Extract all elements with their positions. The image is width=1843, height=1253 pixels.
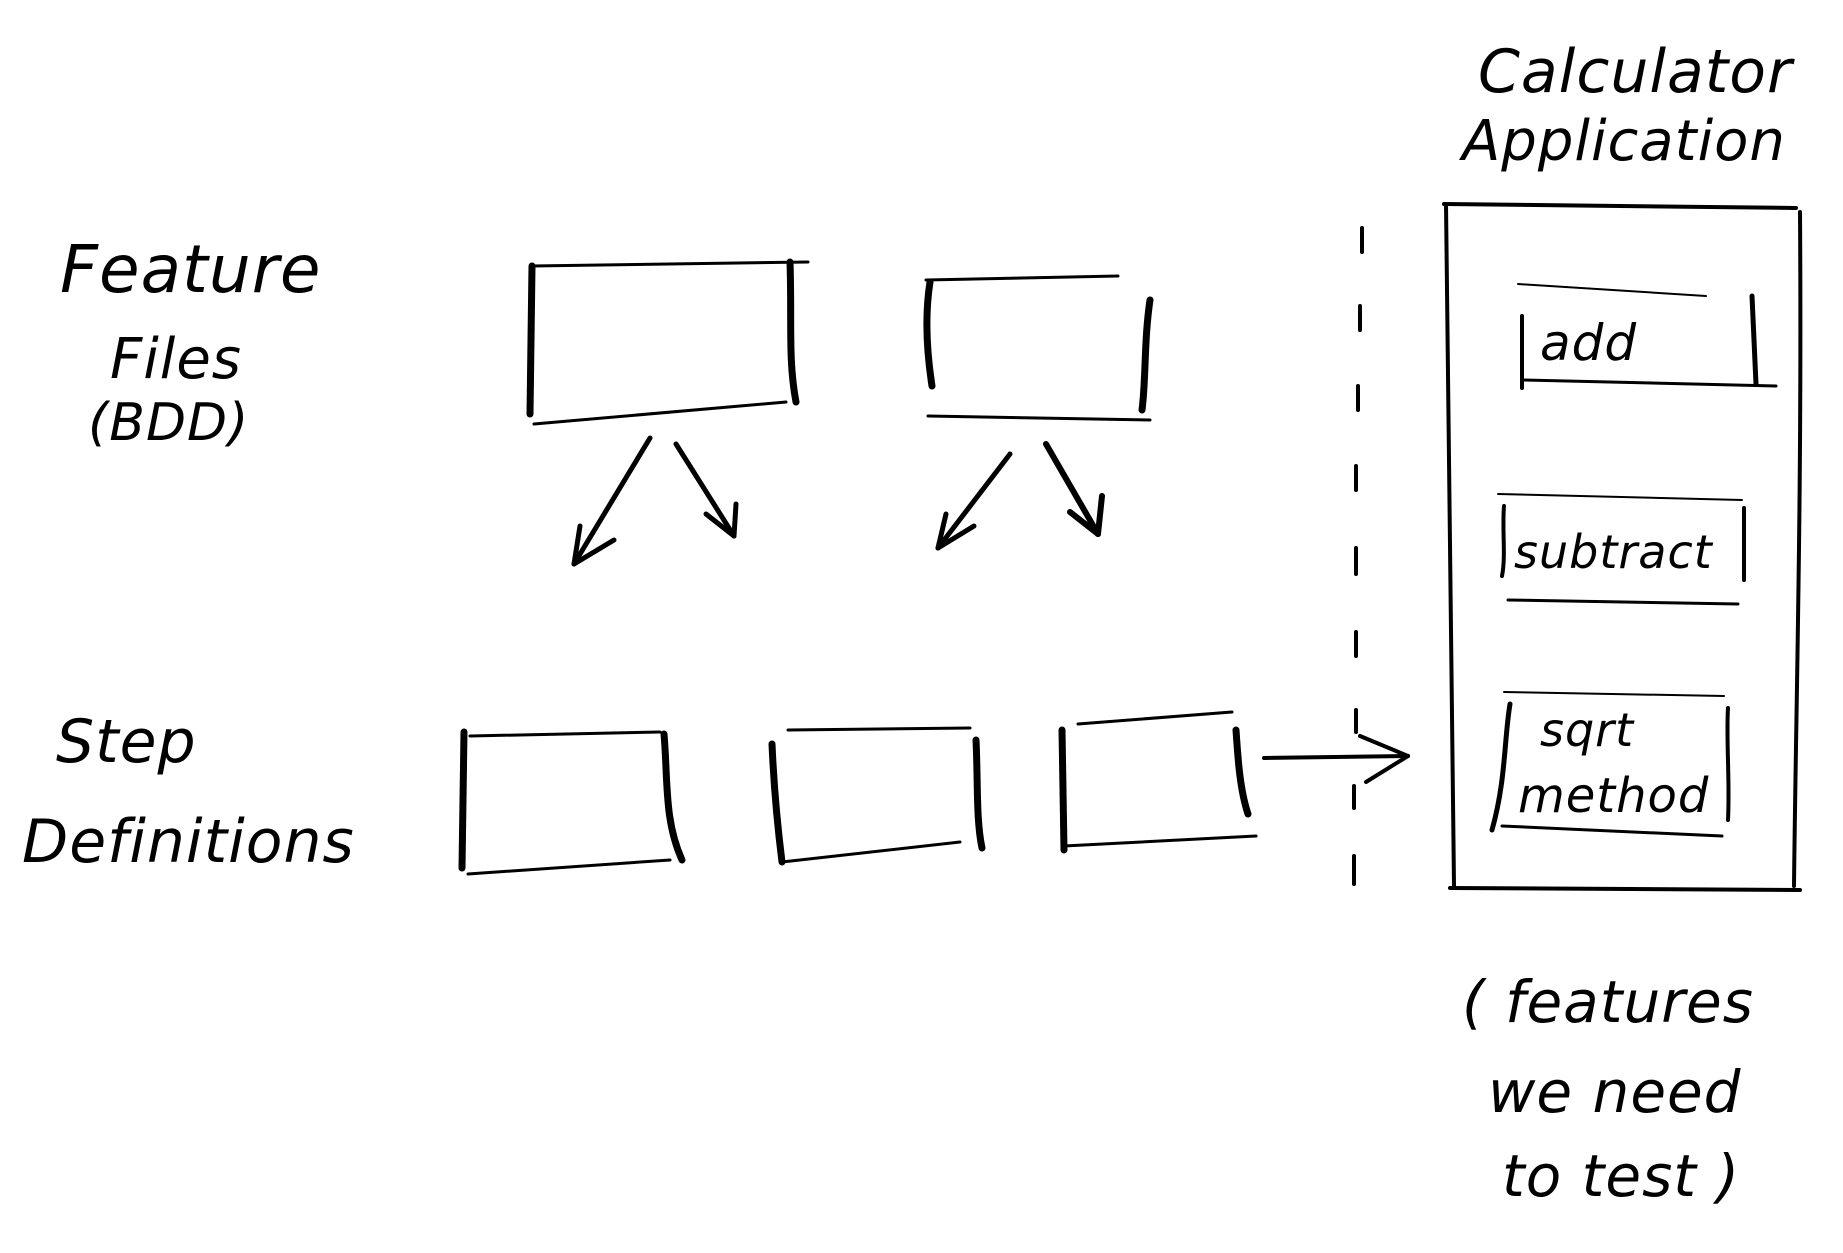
method-box-add: add (1517, 283, 1778, 390)
note-line1: ( features (1462, 968, 1754, 1036)
feature-label-line1: Feature (60, 231, 321, 308)
note-line3: to test ) (1502, 1142, 1740, 1210)
calculator-application-label: Calculator Application (1459, 37, 1795, 174)
feature-label-line3: (BDD) (88, 393, 249, 453)
calculator-application-box (1442, 202, 1803, 892)
method-box-subtract: subtract (1497, 493, 1746, 606)
feature-label-line2: Files (110, 327, 242, 392)
step-definition-box (458, 728, 686, 876)
feature-to-step-arrow (571, 435, 653, 567)
step-label-line2: Definitions (22, 807, 355, 877)
method-subtract-label: subtract (1514, 525, 1714, 579)
step-definitions-label: Step Definitions (22, 707, 355, 877)
feature-to-step-arrow (673, 441, 739, 539)
feature-to-step-arrow (1043, 441, 1105, 537)
method-add-label: add (1540, 314, 1637, 372)
feature-files-label: Feature Files (BDD) (60, 231, 321, 453)
step-definition-box (768, 726, 986, 866)
features-note: ( features we need to test ) (1462, 968, 1754, 1210)
note-line2: we need (1488, 1058, 1742, 1126)
feature-file-box (923, 274, 1154, 422)
app-label-line2: Application (1459, 109, 1786, 174)
step-to-app-arrow (1262, 734, 1410, 784)
method-sqrt-label-line1: sqrt (1540, 703, 1635, 757)
app-label-line1: Calculator (1478, 37, 1795, 107)
feature-to-step-arrow (935, 451, 1013, 551)
step-label-line1: Step (56, 707, 197, 777)
method-box-sqrt: sqrt method (1489, 691, 1731, 838)
step-definition-box (1058, 710, 1258, 854)
system-boundary-dashed-line (1352, 226, 1364, 886)
method-sqrt-label-line2: method (1518, 768, 1709, 824)
feature-file-box (526, 258, 810, 426)
